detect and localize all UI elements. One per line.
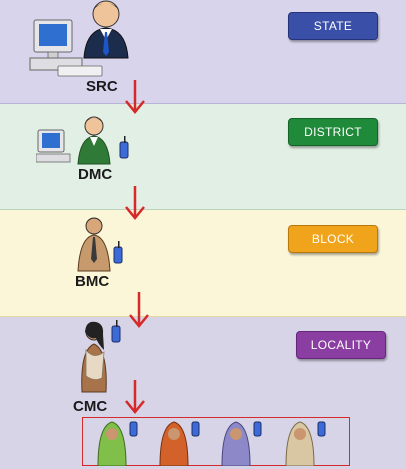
bmc-label: BMC bbox=[75, 273, 110, 290]
woman-phone-icon bbox=[81, 320, 121, 393]
block-tag: BLOCK bbox=[288, 225, 378, 253]
man-phone-icon bbox=[77, 217, 123, 272]
district-tag: DISTRICT bbox=[288, 118, 378, 146]
state-tag: STATE bbox=[288, 12, 378, 40]
woman-tan-phone-icon bbox=[285, 421, 326, 466]
dmc-label: DMC bbox=[78, 166, 113, 183]
arrow-down-icon bbox=[125, 186, 145, 220]
arrow-down-icon bbox=[129, 292, 149, 328]
community-members-box bbox=[82, 417, 350, 466]
woman-purple-phone-icon bbox=[221, 421, 262, 466]
woman-green-phone-icon bbox=[97, 421, 138, 466]
businessman-computer-icon bbox=[29, 0, 129, 77]
woman-orange-phone-icon bbox=[159, 421, 200, 466]
officer-computer-phone-icon bbox=[36, 116, 129, 165]
arrow-down-icon bbox=[125, 380, 145, 414]
arrow-down-icon bbox=[125, 80, 145, 114]
cmc-label: CMC bbox=[73, 398, 108, 415]
src-label: SRC bbox=[86, 78, 118, 95]
locality-tag: LOCALITY bbox=[296, 331, 386, 359]
